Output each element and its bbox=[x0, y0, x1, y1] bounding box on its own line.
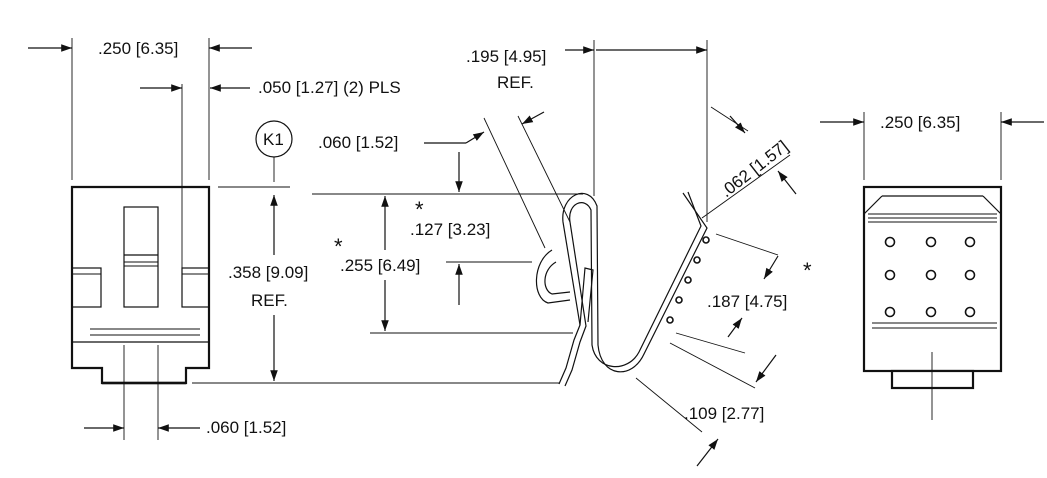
left-side-window-left bbox=[71, 267, 102, 308]
dim-foot-109: .109 [2.77] bbox=[684, 404, 764, 423]
dim-height-255: .255 [6.49] bbox=[340, 256, 420, 275]
right-bottom-tab bbox=[890, 369, 975, 390]
left-side-window-right bbox=[181, 267, 210, 308]
dim-lead-062: .062 [1.57] bbox=[717, 137, 792, 201]
height-dimension: K1 .358 [9.09] REF. bbox=[192, 120, 560, 384]
dim-pitch-187: .187 [4.75] bbox=[707, 292, 787, 311]
left-body-outline bbox=[70, 185, 211, 385]
left-view: .250 [6.35] .050 [1.27] (2) PLS .060 [1.… bbox=[28, 38, 401, 440]
dim-drop-star: * bbox=[415, 197, 424, 222]
dim-tail-width: .060 [1.52] bbox=[318, 133, 398, 152]
dim-top-offset-note: REF. bbox=[497, 73, 534, 92]
left-center-slot bbox=[123, 206, 159, 308]
dim-drop-127: .127 [3.23] bbox=[410, 220, 490, 239]
dim-bottom-tab: .060 [1.52] bbox=[206, 418, 286, 437]
contact-profile bbox=[535, 191, 710, 387]
dim-height-255-star: * bbox=[334, 234, 343, 259]
dim-width-right: .250 [6.35] bbox=[880, 113, 960, 132]
middle-dimensions: .195 [4.95] REF. .060 [1.52] * .127 [3.2… bbox=[312, 40, 812, 467]
dim-height-ref-note: REF. bbox=[251, 291, 288, 310]
dim-top-offset: .195 [4.95] bbox=[466, 47, 546, 66]
dim-height-ref: .358 [9.09] bbox=[228, 263, 308, 282]
k1-label: K1 bbox=[263, 130, 284, 149]
dim-pitch-star: * bbox=[803, 258, 812, 283]
right-view: .250 [6.35] bbox=[820, 112, 1044, 420]
dim-gap-pls: .050 [1.27] (2) PLS bbox=[258, 78, 401, 97]
dim-width-left: .250 [6.35] bbox=[98, 39, 178, 58]
